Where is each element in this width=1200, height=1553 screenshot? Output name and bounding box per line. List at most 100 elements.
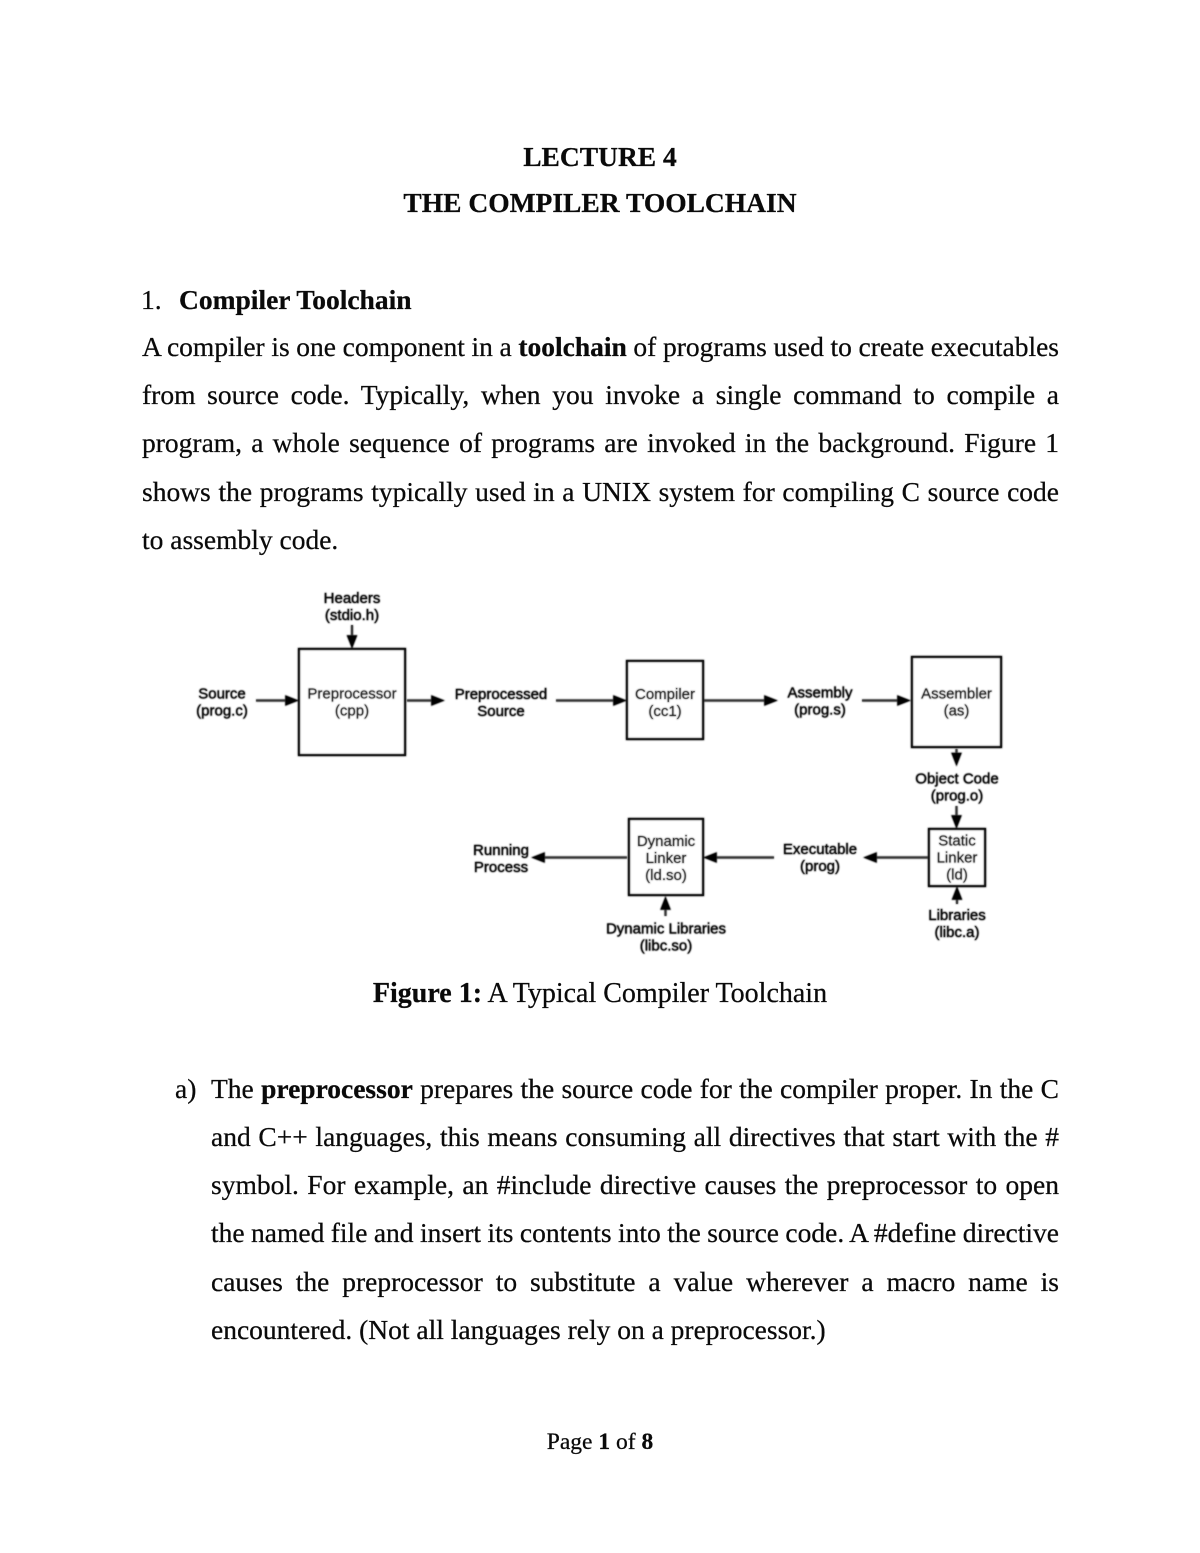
intro-line-2: from source code. Typically, when you in… [142, 371, 1059, 419]
figure-label-assembly-line-1: Assembly [787, 684, 853, 701]
arrow-head-dynamic-libraries-to-dynamic-linker [660, 895, 671, 910]
figure-box-static-linker [927, 827, 987, 888]
figure-label-executable-line-1: Executable [783, 841, 857, 858]
figure-box-compiler-label-line-2: (cc1) [648, 703, 681, 720]
figure-label-dynamic-libraries-line-1: Dynamic Libraries [606, 920, 726, 937]
figure-box-dynamic-linker-label-line-3: (ld.so) [645, 867, 687, 884]
intro-line-4-segment: shows the programs typically used in a U… [142, 475, 1059, 507]
figure-label-headers-line-1: Headers [324, 590, 381, 607]
intro-line-5: to assembly code. [142, 516, 1059, 564]
figure-box-dynamic-linker-label-line-2: Linker [646, 850, 687, 867]
intro-line-4: shows the programs typically used in a U… [142, 468, 1059, 516]
figure-label-running-process-line-2: Process [474, 859, 528, 876]
figure-label-preprocessed-source-line-1: Preprocessed [455, 686, 548, 703]
figure-label-dynamic-libraries-line-2: (libc.so) [640, 937, 693, 954]
figure-caption: Figure 1: A Typical Compiler Toolchain [0, 977, 1200, 1009]
arrow-head-preprocessor-to-preprocessed-source [431, 695, 446, 706]
arrow-head-headers-to-preprocessor [347, 635, 357, 648]
arrow-head-compiler-to-assembly [764, 695, 777, 706]
figure-label-executable-line-2: (prog) [800, 858, 840, 875]
figure-box-dynamic-linker [627, 817, 705, 897]
list-item-a-paragraph: The preprocessor prepares the source cod… [211, 1065, 1059, 1355]
figure-label-assembly-line-2: (prog.s) [794, 701, 846, 718]
arrow-head-preprocessor-to-preprocessed-source [431, 695, 444, 706]
figure-label-dynamic-libraries-line-2: (libc.so) [640, 937, 693, 954]
arrow-head-source-to-preprocessor [285, 695, 300, 706]
figure-box-dynamic-linker-label-line-2: Linker [646, 850, 687, 867]
figure-label-libraries-line-2: (libc.a) [934, 924, 979, 941]
figure-label-running-process-line-1: Running [473, 842, 529, 859]
figure-box-static-linker-label-line-1: Static [938, 833, 976, 850]
arrow-head-assembly-to-assembler [897, 695, 912, 706]
arrow-head-assembly-to-assembler [897, 695, 910, 706]
figure-label-executable-line-2: (prog) [800, 858, 840, 875]
figure-box-static-linker-label-line-1: Static [938, 833, 976, 850]
intro-line-2-segment: from source code. Typically, when you in… [142, 379, 1059, 411]
figure-box-preprocessor-label-line-2: (cpp) [335, 703, 369, 720]
figure-content-crisp: Preprocessor(cpp)Compiler(cc1)Assembler(… [196, 590, 1002, 954]
figure-label-source-line-1: Source [198, 685, 246, 702]
figure-label-headers-line-2: (stdio.h) [325, 607, 379, 624]
footer-segment: of [610, 1429, 642, 1456]
figure-box-compiler-label-line-2: (cc1) [648, 703, 681, 720]
figure-box-assembler-label-line-2: (as) [944, 703, 970, 720]
figure-box-dynamic-linker-label-line-1: Dynamic [637, 833, 696, 850]
arrow-head-assembler-to-object-code [951, 753, 962, 766]
section-number: 1. [141, 283, 162, 315]
arrow-head-libraries-to-static-linker [952, 887, 962, 900]
item_a-line-6-segment: encountered. (Not all languages rely on … [211, 1314, 826, 1346]
intro-paragraph: A compiler is one component in a toolcha… [142, 323, 1059, 564]
arrow-head-source-to-preprocessor [285, 695, 298, 706]
figure-label-object-code-line-1: Object Code [915, 770, 998, 787]
figure-label-libraries-line-1: Libraries [928, 907, 986, 924]
figure-label-source-line-2: (prog.c) [196, 702, 248, 719]
item_a-line-3: symbol. For example, an #include directi… [211, 1161, 1059, 1209]
figure-caption-label: Figure 1: [372, 977, 483, 1009]
arrow-head-headers-to-preprocessor [346, 635, 358, 650]
footer-segment: 8 [641, 1429, 654, 1456]
intro-line-3: program, a whole sequence of programs ar… [142, 419, 1059, 467]
arrow-head-static-linker-to-executable [862, 852, 877, 863]
footer-segment: 1 [598, 1429, 611, 1456]
figure-label-executable-line-1: Executable [783, 841, 857, 858]
figure-box-static-linker-label-line-2: Linker [937, 850, 978, 867]
section-heading-text: Compiler Toolchain [179, 283, 412, 315]
figure-box-preprocessor-label-line-1: Preprocessor [307, 686, 396, 703]
arrow-head-libraries-to-static-linker [951, 885, 963, 900]
figure-box-preprocessor-label-line-1: Preprocessor [307, 686, 396, 703]
arrow-head-assembler-to-object-code [951, 752, 962, 767]
figure-label-assembly-line-1: Assembly [787, 684, 853, 701]
figure-box-compiler-label-line-1: Compiler [635, 686, 695, 703]
figure-label-object-code-line-1: Object Code [915, 770, 998, 787]
intro-line-3-segment: program, a whole sequence of programs ar… [142, 427, 1059, 459]
figure-label-headers-line-1: Headers [324, 590, 381, 607]
intro-line-1: A compiler is one component in a toolcha… [142, 323, 1059, 371]
footer-segment: Page [546, 1429, 599, 1456]
arrow-head-static-linker-to-executable [864, 852, 877, 863]
figure-label-object-code-line-2: (prog.o) [931, 787, 984, 804]
figure-label-preprocessed-source-line-2: Source [477, 703, 525, 720]
arrow-head-dynamic-libraries-to-dynamic-linker [660, 897, 671, 910]
figure-box-compiler [626, 660, 704, 740]
figure-label-source-line-1: Source [198, 685, 246, 702]
figure-label-libraries-line-2: (libc.a) [934, 924, 979, 941]
figure-box-assembler-label-line-2: (as) [944, 703, 970, 720]
figure-box-static-linker-label-line-2: Linker [937, 850, 978, 867]
arrow-head-executable-to-dynamic-linker [704, 852, 717, 863]
arrow-head-dynamic-linker-to-running-process [532, 852, 545, 863]
figure-label-dynamic-libraries-line-1: Dynamic Libraries [606, 920, 726, 937]
figure-box-compiler [625, 659, 705, 741]
item_a-line-4: the named file and insert its contents i… [211, 1209, 1059, 1257]
item_a-line-6: encountered. (Not all languages rely on … [211, 1306, 1059, 1354]
figure-box-preprocessor [298, 648, 406, 756]
figure-label-source-line-2: (prog.c) [196, 702, 248, 719]
figure-box-preprocessor [297, 647, 407, 757]
figure-box-assembler [910, 655, 1003, 749]
figure-box-static-linker [928, 828, 986, 887]
intro-line-1-bold-segment: toolchain [518, 330, 627, 362]
arrow-head-preprocessed-source-to-compiler [613, 695, 626, 706]
figure-box-dynamic-linker [628, 818, 704, 896]
figure-box-preprocessor-label-line-2: (cpp) [335, 703, 369, 720]
